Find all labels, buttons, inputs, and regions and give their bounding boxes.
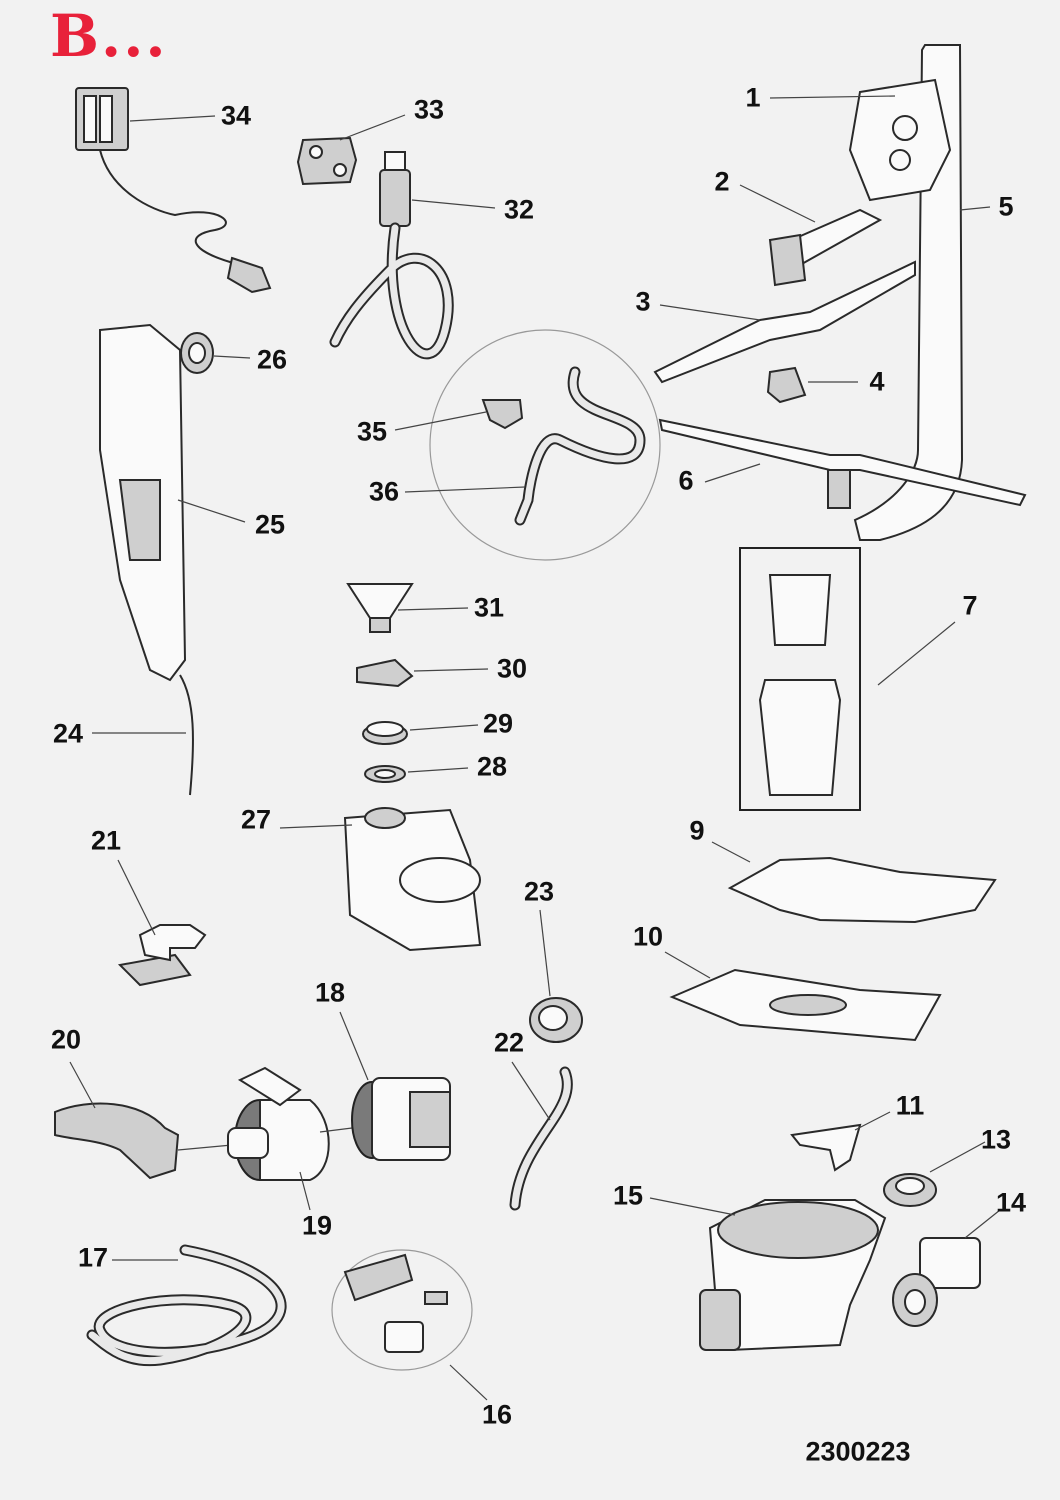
part-24-drain-tube	[92, 674, 194, 796]
callout-2: 2	[714, 166, 730, 197]
part-3-upper-spray-arm	[653, 260, 916, 384]
callout-15: 15	[612, 1180, 644, 1211]
part-33-clip	[296, 114, 406, 186]
callout-18: 18	[314, 977, 346, 1008]
part-11-clip	[790, 1111, 891, 1172]
part-19-heater	[177, 1066, 330, 1211]
part-15-sump	[649, 1197, 887, 1352]
callout-30: 30	[496, 653, 528, 684]
part-31-cap	[346, 583, 469, 633]
part-7-filter-set	[739, 547, 956, 811]
callout-33: 33	[413, 94, 445, 125]
part-27-salt-container	[279, 807, 482, 952]
part-13-valve	[883, 1141, 986, 1207]
part-35-36-group	[394, 329, 661, 561]
callout-16: 16	[481, 1399, 513, 1430]
part-6-lower-spray-arm	[658, 418, 1027, 509]
callout-21: 21	[90, 825, 122, 856]
part-30-lid	[356, 658, 489, 688]
callout-9: 9	[689, 815, 705, 846]
drawing-number: 2300223	[805, 1436, 911, 1467]
part-1-bracket	[769, 78, 952, 202]
part-25-side-panel	[99, 323, 246, 682]
part-20-sump-hose	[54, 1061, 180, 1180]
callout-4: 4	[869, 366, 885, 397]
callout-31: 31	[473, 592, 505, 623]
callout-29: 29	[482, 708, 514, 739]
callout-10: 10	[632, 921, 664, 952]
callout-36: 36	[368, 476, 400, 507]
part-16-switch-group	[331, 1249, 488, 1401]
callout-3: 3	[635, 286, 651, 317]
callout-23: 23	[523, 876, 555, 907]
part-14-drain-pump	[892, 1209, 1001, 1327]
part-22-tube	[509, 1061, 573, 1211]
callout-11: 11	[895, 1090, 925, 1121]
part-10-microfilter	[664, 951, 942, 1042]
part-23-cap	[529, 909, 583, 1043]
callout-14: 14	[995, 1187, 1027, 1218]
callout-24: 24	[52, 718, 84, 749]
part-28-gasket	[364, 765, 469, 783]
callout-32: 32	[503, 194, 535, 225]
part-32-fill-hose	[329, 151, 496, 360]
part-21-elbow	[117, 859, 207, 987]
callout-1: 1	[745, 82, 761, 113]
callout-7: 7	[962, 590, 978, 621]
callout-17: 17	[77, 1242, 109, 1273]
callout-22: 22	[493, 1027, 525, 1058]
callout-5: 5	[998, 191, 1014, 222]
callout-26: 26	[256, 344, 288, 375]
part-18-wash-motor	[319, 1011, 451, 1161]
part-9-filter-tray	[711, 841, 997, 924]
part-4-nozzle	[766, 366, 858, 404]
part-29-nut	[362, 721, 479, 745]
callout-27: 27	[240, 804, 272, 835]
callout-13: 13	[980, 1124, 1012, 1155]
part-2-upper-arm-pipe	[739, 184, 883, 287]
section-label: B...	[50, 2, 168, 70]
callout-25: 25	[254, 509, 286, 540]
callout-35: 35	[356, 416, 388, 447]
callout-6: 6	[678, 465, 694, 496]
callout-19: 19	[301, 1210, 333, 1241]
part-17-drain-hose	[86, 1244, 287, 1367]
callout-34: 34	[220, 100, 252, 131]
part-34-power-cord	[75, 87, 272, 294]
callout-28: 28	[476, 751, 508, 782]
part-26-ring	[180, 332, 251, 374]
callout-20: 20	[50, 1024, 82, 1055]
